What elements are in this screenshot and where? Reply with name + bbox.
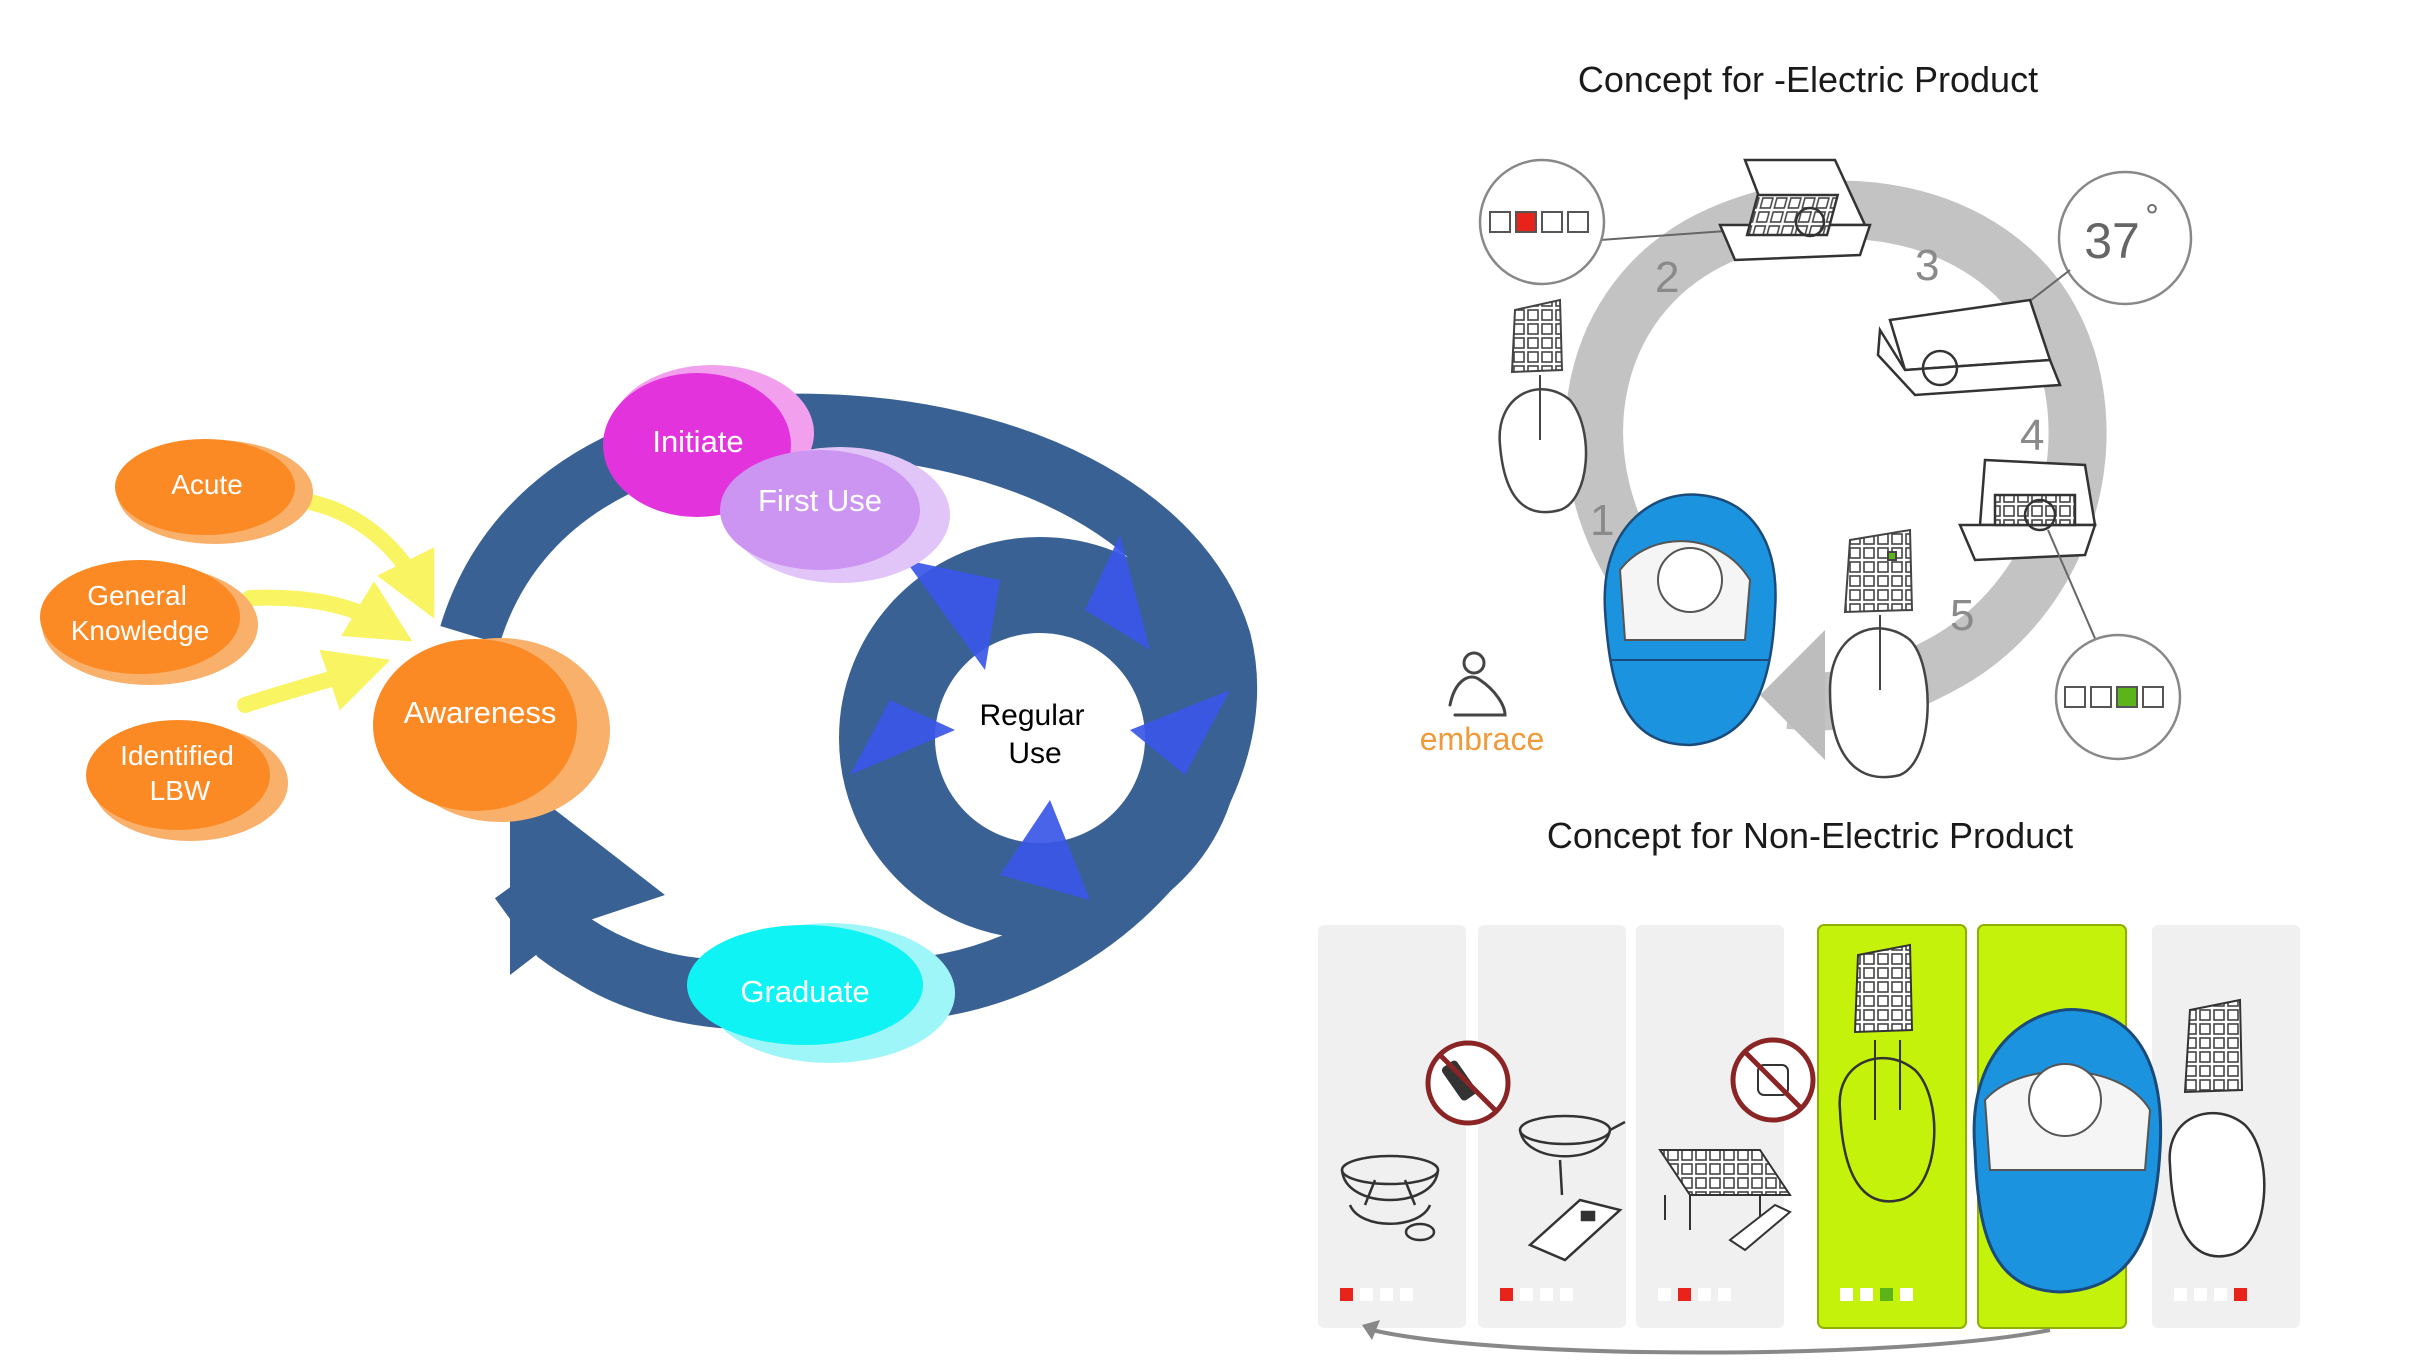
identified-lbw-label-1: Identified	[120, 740, 234, 771]
panel-2-indicator-4	[1560, 1288, 1573, 1301]
heater-device-open	[1718, 158, 1872, 262]
graduate-label: Graduate	[740, 974, 869, 1009]
panel-2-indicator-3	[1540, 1288, 1553, 1301]
empty-sleeve-left	[1498, 388, 1588, 514]
panel-1-indicator-1	[1340, 1288, 1353, 1301]
panel3-illustration-cooling	[1658, 1149, 1792, 1252]
panel-6-indicator-2	[2194, 1288, 2207, 1301]
acute-label: Acute	[171, 469, 243, 500]
inward-arrow-left	[850, 700, 955, 775]
panel-1-indicator-3	[1380, 1288, 1393, 1301]
temperature-value: 37	[2084, 213, 2140, 269]
panel-6-indicator-1	[2174, 1288, 2187, 1301]
inward-arrow-right	[1130, 690, 1230, 775]
graduate-node	[687, 925, 923, 1045]
awareness-label: Awareness	[404, 695, 557, 730]
panel-6-indicator-3	[2214, 1288, 2227, 1301]
non-electric-title: Concept for Non-Electric Product	[1547, 815, 2073, 856]
empty-sleeve-right	[1828, 627, 1929, 779]
electric-title: Concept for -Electric Product	[1578, 59, 2038, 100]
panel-6-indicator-4	[2234, 1288, 2247, 1301]
panel3-no-pot-icon	[1730, 1037, 1816, 1123]
panel-return-curve	[1371, 1328, 2051, 1355]
inward-arrow-top-left	[905, 560, 1000, 670]
baby-sleeve-electric	[1603, 493, 1777, 747]
panel-4-indicator-1	[1840, 1288, 1853, 1301]
panel-4-indicator-3	[1880, 1288, 1893, 1301]
regular-use-label-1: Regular	[979, 699, 1084, 732]
identified-lbw-node	[86, 720, 270, 830]
step-1: 1	[1590, 496, 1614, 545]
wax-pack-left	[1510, 298, 1564, 374]
general-knowledge-label-1: General	[87, 580, 187, 611]
panel6-illustration-remove	[2168, 998, 2266, 1258]
inward-arrow-bottom	[1000, 800, 1090, 900]
inward-arrows	[850, 535, 1230, 900]
temperature-callout	[2057, 170, 2193, 306]
callout-line-left	[1599, 229, 1741, 241]
panel-1-indicator-4	[1400, 1288, 1413, 1301]
feeder-arrow-identified	[237, 649, 391, 713]
panel-4-indicator-4	[1900, 1288, 1913, 1301]
step-panel-1	[1318, 925, 1466, 1328]
panel1-no-remote-icon	[1425, 1040, 1511, 1126]
indicator-lights-green	[2064, 686, 2164, 708]
indicator-lights-red	[1489, 211, 1589, 233]
inward-arrow-top-right	[1085, 535, 1150, 650]
wax-pack-right	[1843, 528, 1914, 614]
step-2: 2	[1655, 253, 1679, 302]
step-panel-2	[1478, 925, 1626, 1328]
electric-cycle-arrowhead	[1760, 630, 1825, 760]
embrace-brand: embrace	[1420, 721, 1545, 757]
adoption-cycle-diagram: Regular Use Graduate Initiate First Use …	[40, 365, 1258, 1063]
identified-lbw-label-2: LBW	[150, 775, 211, 806]
callout-line-green	[2047, 529, 2101, 651]
feeder-arrow-acute	[292, 492, 435, 619]
step-3: 3	[1915, 241, 1939, 290]
panel-3-indicator-4	[1718, 1288, 1731, 1301]
first-use-node	[720, 450, 920, 570]
panel-3-indicator-1	[1658, 1288, 1671, 1301]
regular-use-hole	[936, 634, 1144, 842]
initiate-label: Initiate	[652, 424, 743, 459]
heater-device-ready	[1958, 458, 2097, 562]
step-5: 5	[1950, 591, 1974, 640]
panel-2-indicator-2	[1520, 1288, 1533, 1301]
panel-3-indicator-2	[1678, 1288, 1691, 1301]
general-knowledge-node	[40, 560, 240, 674]
regular-use-label-2: Use	[1008, 737, 1061, 770]
general-knowledge-label-2: Knowledge	[71, 615, 210, 646]
panel-3-indicator-3	[1698, 1288, 1711, 1301]
electric-cycle-arrow	[1565, 180, 2107, 731]
feeder-arrow-general	[242, 581, 413, 642]
embrace-logo-icon	[1448, 651, 1507, 717]
awareness-node	[373, 639, 577, 811]
step-4: 4	[2020, 411, 2044, 460]
panel-1-indicator-2	[1360, 1288, 1373, 1301]
temperature-degree: °	[2145, 198, 2159, 236]
panel2-illustration-pouring	[1518, 1114, 1626, 1262]
acute-node	[115, 439, 295, 535]
step-panel-3	[1636, 925, 1784, 1328]
panel4-illustration-insert	[1838, 943, 1936, 1203]
non-electric-concept: Concept for Non-Electric Product	[1318, 815, 2300, 1355]
first-use-label: First Use	[758, 483, 882, 518]
heater-device-closed	[1876, 298, 2062, 397]
panel-2-indicator-1	[1500, 1288, 1513, 1301]
panel1-illustration-pot	[1340, 1154, 1440, 1242]
outer-cycle-arrowhead	[510, 775, 665, 975]
feeder-arrows	[237, 492, 435, 713]
electric-concept: Concept for -Electric Product 1 2 3 4 5 …	[1420, 59, 2193, 779]
panel-4-indicator-2	[1860, 1288, 1873, 1301]
panel5-illustration-baby	[1972, 1008, 2163, 1294]
panel-return-arrowhead	[1362, 1320, 1380, 1340]
